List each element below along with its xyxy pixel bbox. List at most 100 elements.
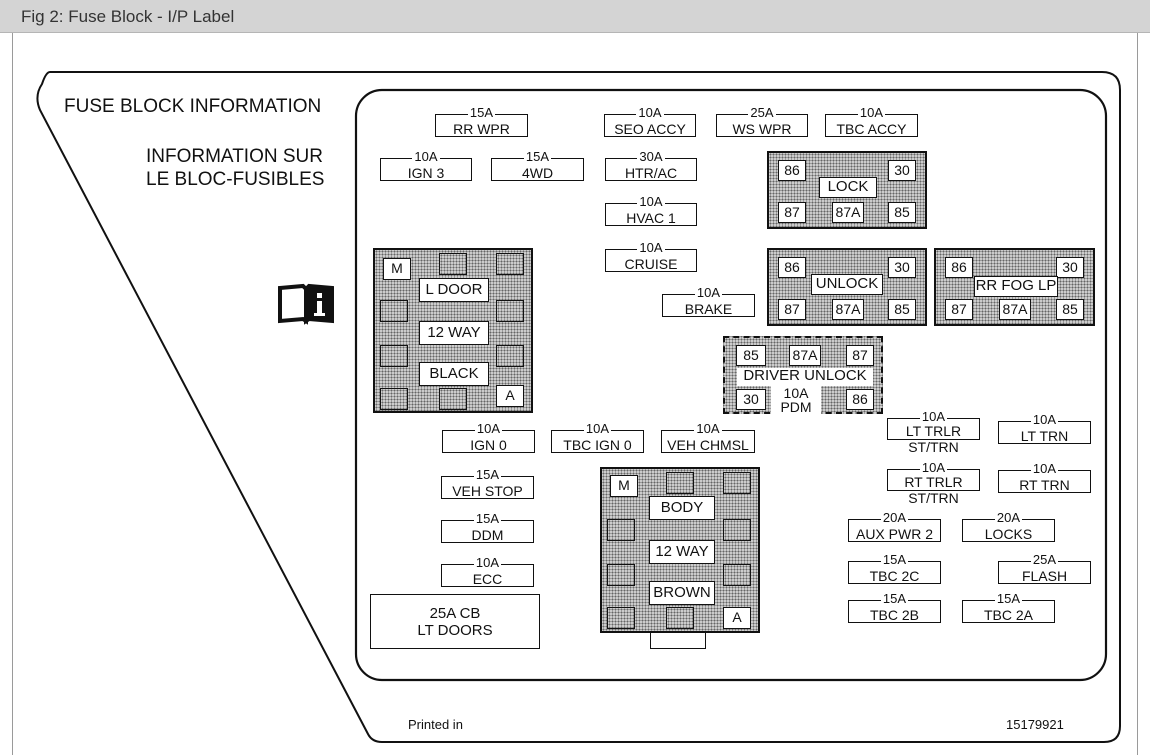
- heading-fuse-block-information: FUSE BLOCK INFORMATION: [64, 96, 322, 117]
- fuse-panel-border: [354, 88, 1108, 682]
- connector-label-l-door: L DOOR: [419, 278, 489, 302]
- fuse-rr-wpr: 15A RR WPR: [435, 105, 528, 137]
- fuse-amp: 10A: [694, 285, 723, 300]
- relay-driver-unlock: 85 87A 87 DRIVER UNLOCK 30 10A PDM 86: [723, 336, 883, 416]
- fuse-tbc-accy: 10A TBC ACCY: [825, 105, 918, 137]
- relay-pin: 30: [736, 389, 766, 410]
- relay-pin: 86: [945, 257, 973, 278]
- fuse-amp: 10A: [694, 421, 722, 436]
- connector-cavity: [666, 472, 694, 494]
- fuse-tbc-2c: 15A TBC 2C: [848, 552, 941, 584]
- fuse-name: VEH STOP: [452, 483, 523, 499]
- relay-pin: 85: [1056, 299, 1084, 320]
- fuse-name: IGN 0: [470, 437, 507, 453]
- connector-l-door: M A L DOOR 12 WAY BLACK: [373, 248, 533, 413]
- fuse-name: WS WPR: [732, 121, 792, 137]
- fuse-amp: 10A: [636, 105, 664, 120]
- circuit-breaker-name: LT DOORS: [417, 622, 493, 639]
- relay-pin: 86: [778, 257, 806, 278]
- fuse-rt-trlr-st-trn: 10A RT TRLR ST/TRN: [887, 460, 980, 506]
- connector-body: M A BODY 12 WAY BROWN: [600, 467, 760, 633]
- fuse-amp: 15A: [473, 467, 502, 482]
- circuit-breaker-lt-doors: 25A CB LT DOORS: [370, 594, 540, 649]
- connector-label-brown: BROWN: [649, 581, 715, 605]
- fuse-flash: 25A FLASH: [998, 552, 1091, 584]
- fuse-name: RT TRN: [1019, 477, 1070, 493]
- fuse-pdm: 10A PDM: [771, 386, 821, 416]
- fuse-amp: 30A: [637, 149, 665, 164]
- relay-pin: 86: [846, 389, 874, 410]
- relay-pin: 30: [888, 160, 916, 181]
- label-border: [36, 71, 1121, 743]
- connector-cavity: [723, 519, 751, 541]
- fuse-name: TBC 2B: [869, 607, 919, 623]
- connector-cavity: [496, 345, 524, 367]
- connector-label-body: BODY: [649, 496, 715, 520]
- relay-unlock: 86 30 UNLOCK 87 87A 85: [767, 248, 927, 326]
- fuse-name: RT TRLR: [904, 474, 963, 490]
- fuse-4wd: 15A 4WD: [491, 149, 584, 181]
- fuse-brake: 10A BRAKE: [662, 285, 755, 317]
- fuse-ign-0: 10A IGN 0: [442, 421, 535, 453]
- window-title: Fig 2: Fuse Block - I/P Label: [21, 7, 235, 26]
- fuse-amp: 10A: [583, 421, 612, 436]
- connector-body-tab: [650, 632, 706, 649]
- fuse-name: IGN 3: [407, 165, 445, 181]
- fuse-name: HVAC 1: [626, 210, 676, 226]
- connector-cavity: [439, 388, 467, 410]
- frame-left-border: [12, 33, 13, 755]
- fuse-name: TBC 2C: [869, 568, 920, 584]
- relay-pin: 87A: [832, 299, 864, 320]
- fuse-amp: 10A: [857, 105, 886, 120]
- relay-pin: 30: [1056, 257, 1084, 278]
- fuse-name: PDM: [780, 399, 812, 415]
- fuse-amp: 15A: [880, 552, 909, 567]
- book-icon: [278, 283, 334, 325]
- fuse-amp: 10A: [474, 421, 503, 436]
- fuse-amp: 25A: [748, 105, 776, 120]
- fuse-aux-pwr-2: 20A AUX PWR 2: [848, 510, 941, 542]
- connector-cavity: [496, 300, 524, 322]
- relay-rr-fog-lp: 86 30 RR FOG LP 87 87A 85: [934, 248, 1095, 326]
- fuse-amp: 10A: [783, 385, 809, 401]
- relay-label: DRIVER UNLOCK: [737, 368, 873, 386]
- connector-cavity: [380, 345, 408, 367]
- frame-right-border: [1137, 33, 1138, 755]
- fuse-name: SEO ACCY: [614, 121, 686, 137]
- fuse-amp: 15A: [994, 591, 1023, 606]
- fuse-locks: 20A LOCKS: [962, 510, 1055, 542]
- fuse-name: RR WPR: [453, 121, 510, 137]
- heading-le-bloc-fusibles: LE BLOC-FUSIBLES: [146, 169, 325, 190]
- fuse-lt-trn: 10A LT TRN: [998, 412, 1091, 444]
- fuse-amp: 10A: [637, 240, 665, 255]
- connector-cavity: [607, 607, 635, 629]
- fuse-name: TBC 2A: [983, 607, 1033, 623]
- fuse-name: BRAKE: [684, 301, 733, 317]
- relay-pin: 85: [888, 299, 916, 320]
- fuse-ecc: 10A ECC: [441, 555, 534, 587]
- manual-info-icon: [277, 283, 335, 325]
- connector-cavity: [607, 519, 635, 541]
- relay-pin: 87A: [789, 345, 821, 366]
- fuse-amp: 10A: [919, 409, 948, 424]
- fuse-name: LOCKS: [984, 526, 1033, 542]
- fuse-name: CRUISE: [624, 256, 678, 272]
- fuse-lt-trlr-st-trn: 10A LT TRLR ST/TRN: [887, 409, 980, 455]
- circuit-breaker-rating: 25A CB: [429, 605, 481, 622]
- fuse-amp: 10A: [1030, 461, 1059, 476]
- relay-label: UNLOCK: [811, 274, 883, 295]
- connector-cavity: [380, 300, 408, 322]
- fuse-name: LT TRLR: [905, 423, 962, 439]
- fuse-name: LT TRN: [1020, 428, 1069, 444]
- relay-pin: 85: [888, 202, 916, 223]
- fuse-name: DDM: [471, 527, 504, 543]
- fuse-name: HTR/AC: [624, 165, 678, 181]
- fuse-amp: 20A: [994, 510, 1023, 525]
- relay-pin: 30: [888, 257, 916, 278]
- connector-cavity: [496, 253, 524, 275]
- fuse-amp: 10A: [412, 149, 440, 164]
- relay-pin: 87: [846, 345, 874, 366]
- fuse-amp: 10A: [919, 460, 948, 475]
- fuse-amp: 10A: [1030, 412, 1059, 427]
